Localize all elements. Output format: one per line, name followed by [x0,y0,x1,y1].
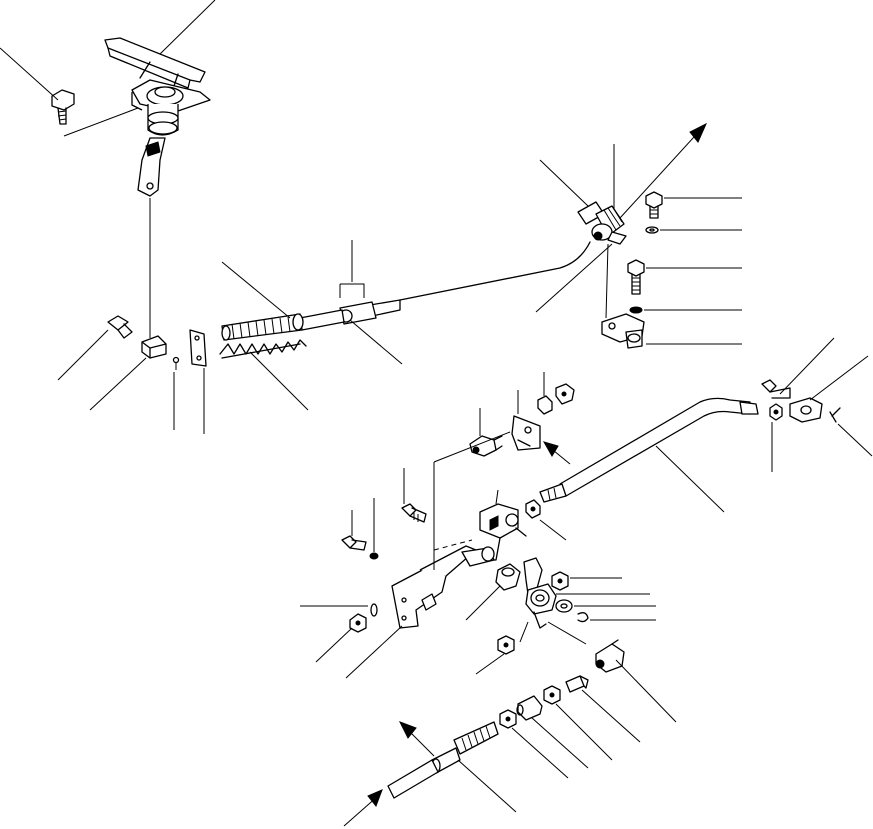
plate [189,329,207,367]
leader-line [779,337,835,395]
bolt [627,259,645,295]
nut [769,403,783,421]
washer [645,226,659,234]
leader-line [159,0,216,55]
bolt [761,379,791,399]
leader-line [539,159,589,207]
bushing [495,563,521,591]
bracket [391,545,495,629]
cotter-pin [172,356,180,370]
leader-line [315,627,353,663]
clevis [789,397,823,423]
nut [497,635,515,655]
arrow-head [542,441,559,457]
washer-hole [649,228,655,232]
leader-line [475,653,505,675]
leader-line [339,240,365,298]
nut [525,499,541,519]
ball-joint [595,639,625,673]
washer-hole [560,603,568,609]
rod [539,397,759,503]
push-pull-cable [387,721,499,799]
direction-arrow [619,125,705,219]
rod-end [565,675,589,693]
bracket [511,415,541,451]
leader-line [221,261,291,319]
leader-line [539,519,567,541]
lever [523,557,557,629]
leader-line [0,47,59,101]
arrow-head [689,122,708,143]
nut [551,571,569,591]
arrow-head [367,789,383,807]
push-pull-cable [221,241,591,341]
leader-line [433,431,511,463]
bolt [401,503,427,523]
sleeve [516,695,543,721]
leader-line [581,689,641,743]
bolt [51,89,75,125]
clevis [141,335,167,359]
dashed-line [433,539,473,551]
lever [479,489,527,561]
leader-line [249,351,309,411]
leader-line [57,329,109,381]
leader-line [547,621,587,645]
leader-line [511,727,569,779]
leader-line [63,107,139,137]
leader-line [457,759,517,813]
leader-line [809,355,869,401]
pedal-assembly [104,37,211,197]
clevis-pin [107,315,133,339]
arrow-head [398,721,417,739]
bolt [645,191,663,219]
nut [349,613,367,633]
leader-line [837,423,873,457]
leader-line [605,243,609,319]
leader-line [655,445,725,513]
lock-washer [369,552,379,560]
leader-line [345,625,403,679]
washer [555,599,573,613]
washer [370,603,378,617]
leader-line [615,659,677,723]
leader-line [89,357,147,411]
leader-line [555,703,613,761]
snap-ring [577,612,589,623]
lock-washer [629,306,643,314]
leader-line [531,717,589,769]
nut [537,383,575,415]
leader-line [535,243,613,313]
leader-line [519,621,529,643]
bolt [341,535,367,551]
nut [543,685,561,705]
ball-joint [469,435,503,457]
leader-line [465,585,501,621]
leader-line [349,319,403,365]
nut [499,709,517,729]
bracket [601,313,645,349]
cotter-pin [829,407,841,423]
cable-clamp [577,201,627,245]
return-spring [219,339,307,359]
